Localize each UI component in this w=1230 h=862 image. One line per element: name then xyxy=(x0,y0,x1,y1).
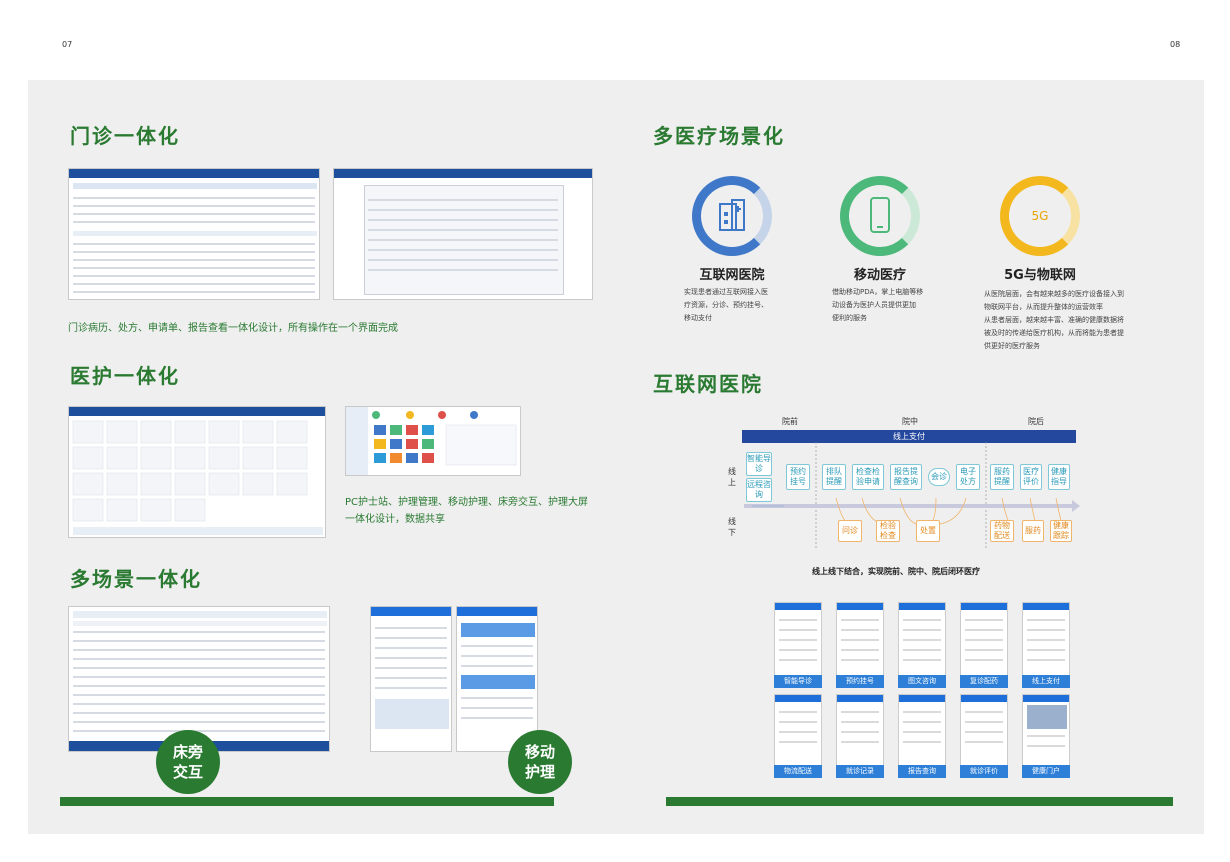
mobile-nursing-screenshot-2 xyxy=(456,606,538,752)
flow-step-consult: 远程咨询 xyxy=(746,478,772,502)
flow-offline-treatment: 处置 xyxy=(916,520,940,542)
online-pay-banner: 线上支付 xyxy=(742,430,1076,443)
outpatient-title: 门诊一体化 xyxy=(70,124,180,148)
scenario-title-5g: 5G与物联网 xyxy=(1004,268,1076,283)
phone-mockup xyxy=(836,602,884,682)
flow-step-register: 预约挂号 xyxy=(786,464,810,490)
flow-offline-inquiry: 问诊 xyxy=(838,520,862,542)
outpatient-desc: 门诊病历、处方、申请单、报告查看一体化设计，所有操作在一个界面完成 xyxy=(68,323,398,334)
flow-step-eprescription: 电子处方 xyxy=(956,464,980,490)
mobile-nursing-badge: 移动护理 xyxy=(508,730,572,794)
flow-offline-tracking: 健康跟踪 xyxy=(1050,520,1072,542)
phone-caption: 健康门户 xyxy=(1022,765,1070,778)
hospital-icon xyxy=(719,199,745,231)
nursing-desc-line1: PC护士站、护理管理、移动护理、床旁交互、护理大屏 xyxy=(345,497,589,508)
flow-step-med-reminder: 服药提醒 xyxy=(990,464,1014,490)
right-footer-bar xyxy=(666,797,1173,806)
scenario-title-mobile: 移动医疗 xyxy=(853,268,906,283)
flow-step-report: 报告提醒查询 xyxy=(890,464,922,490)
phase-pre: 院前 xyxy=(782,417,798,426)
flow-offline-delivery: 药物配送 xyxy=(990,520,1014,542)
nursing-title: 医护一体化 xyxy=(70,364,180,388)
phone-mockup xyxy=(960,694,1008,766)
flow-step-queue: 排队提醒 xyxy=(822,464,846,490)
internet-hospital-title: 互联网医院 xyxy=(653,372,763,396)
phone-caption: 就诊记录 xyxy=(836,765,884,778)
scenario-ring-mobile xyxy=(840,176,920,256)
phone-mockup xyxy=(898,694,946,766)
scenario-title-internet: 互联网医院 xyxy=(699,268,765,283)
bedside-screenshot xyxy=(68,606,330,752)
phone-caption: 线上支付 xyxy=(1022,675,1070,688)
phone-caption: 就诊评价 xyxy=(960,765,1008,778)
flow-step-evaluation: 医疗评价 xyxy=(1020,464,1042,490)
bedside-badge: 床旁交互 xyxy=(156,730,220,794)
phone-caption: 复诊配药 xyxy=(960,675,1008,688)
left-footer-bar xyxy=(60,797,554,806)
page-number-left: 07 xyxy=(62,40,73,49)
flow-offline-take-med: 服药 xyxy=(1022,520,1044,542)
phase-post: 院后 xyxy=(1028,417,1044,426)
phone-mockup xyxy=(774,602,822,682)
flow-step-exam-request: 检查检验申请 xyxy=(852,464,884,490)
bedside-badge-line1: 床旁 xyxy=(172,743,203,761)
phone-caption: 图文咨询 xyxy=(898,675,946,688)
phase-in: 院中 xyxy=(902,417,918,426)
flow-step-consultation: 会诊 xyxy=(928,468,950,486)
mobile-nursing-screenshot-1 xyxy=(370,606,452,752)
scenario-desc-internet: 实现患者通过互联网接入医疗资源，分诊、预约挂号、移动支付 xyxy=(684,288,768,322)
offline-label: 线下 xyxy=(728,517,736,537)
phone-caption: 预约挂号 xyxy=(836,675,884,688)
bedside-badge-line2: 交互 xyxy=(172,763,203,781)
scenario-desc-mobile: 借助移动PDA，掌上电脑等移动设备为医护人员提供更加便利的服务 xyxy=(832,288,924,322)
flow-lines xyxy=(744,442,1080,548)
mobile-icon xyxy=(870,197,890,233)
phone-mockup xyxy=(774,694,822,766)
phone-mockup xyxy=(836,694,884,766)
flow-step-guide: 智能导诊 xyxy=(746,452,772,476)
phone-mockup xyxy=(1022,602,1070,682)
phone-caption: 报告查询 xyxy=(898,765,946,778)
outpatient-screenshot-2 xyxy=(333,168,593,300)
page-number-right: 08 xyxy=(1170,40,1181,49)
multi-scene-title: 多场景一体化 xyxy=(70,567,202,591)
phone-mockup xyxy=(1022,694,1070,766)
online-label: 线上 xyxy=(728,467,736,487)
scenario-ring-internet xyxy=(692,176,772,256)
outpatient-screenshot-1 xyxy=(68,168,320,300)
phone-caption: 物流配送 xyxy=(774,765,822,778)
nursing-screenshot-2 xyxy=(345,406,521,476)
scenarios-title: 多医疗场景化 xyxy=(653,124,785,148)
scenario-desc-5g: 从医院层面，会有越来越多的医疗设备接入到物联网平台，从而提升整体的运营效率从患者… xyxy=(984,290,1124,350)
flow-step-health-guide: 健康指导 xyxy=(1048,464,1070,490)
scenario-ring-5g xyxy=(1000,176,1080,256)
mobile-badge-line1: 移动 xyxy=(524,743,555,761)
phone-caption: 智能导诊 xyxy=(774,675,822,688)
5g-icon: 5G xyxy=(1031,209,1049,223)
phone-mockup xyxy=(898,602,946,682)
phone-mockup xyxy=(960,602,1008,682)
nursing-desc-line2: 一体化设计，数据共享 xyxy=(345,514,445,525)
mobile-badge-line2: 护理 xyxy=(524,763,555,781)
flow-offline-exam: 检验检查 xyxy=(876,520,900,542)
internet-hospital-caption: 线上线下结合，实现院前、院中、院后闭环医疗 xyxy=(812,567,980,576)
nursing-screenshot-1 xyxy=(68,406,326,538)
